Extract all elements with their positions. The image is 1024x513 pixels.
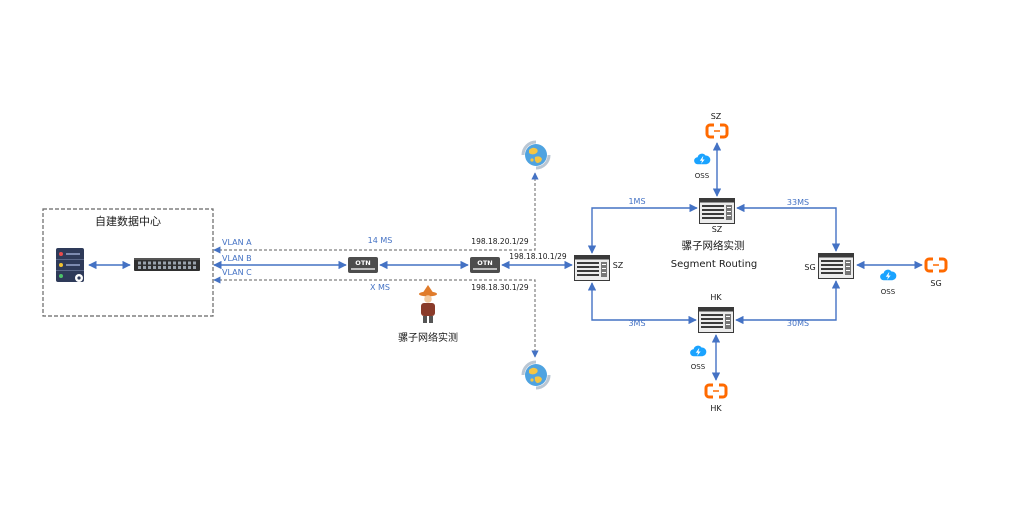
oss-storage-icon <box>880 269 897 281</box>
vlan-b-label: VLAN B <box>222 254 252 263</box>
cloud-label-south: HK <box>710 404 722 413</box>
cloud-label-north: SZ <box>711 112 722 121</box>
oss-storage-icon <box>690 345 707 357</box>
cloud-label-east: SG <box>930 279 941 288</box>
datacenter-title: 自建数据中心 <box>95 214 161 228</box>
oss-label-east: OSS <box>881 288 896 296</box>
internet-globe-icon <box>521 140 551 170</box>
link-label-north-east: 33MS <box>787 198 809 207</box>
router-icon-west <box>574 255 610 281</box>
oss-storage-icon <box>694 153 711 165</box>
internet-globe-icon <box>521 360 551 390</box>
otn-label: OTN <box>355 259 370 267</box>
vlan-c-label: VLAN C <box>222 268 252 277</box>
link-label-south-east: 30MS <box>787 319 809 328</box>
mule-caption: 骡子网络实测 <box>398 331 458 344</box>
otn-label: OTN <box>477 259 492 267</box>
server-icon <box>56 248 84 282</box>
node-label-south: HK <box>710 293 722 302</box>
vlan-a-latency: 14 MS <box>368 236 393 245</box>
vlan-c-link <box>213 276 539 358</box>
vlan-a-link <box>213 172 539 254</box>
oss-label-south: OSS <box>691 363 706 371</box>
otn-device-icon: OTN <box>470 257 500 273</box>
node-label-west: SZ <box>613 261 624 270</box>
aliyun-cloud-icon <box>924 257 948 273</box>
vlan-a-label: VLAN A <box>222 238 252 247</box>
sr-link-west-south <box>587 282 697 325</box>
aliyun-cloud-icon <box>704 383 728 399</box>
oss-label-north: OSS <box>695 172 710 180</box>
link-label-west-south: 3MS <box>628 319 645 328</box>
vlan-c-latency: X MS <box>370 283 390 292</box>
otn-device-icon: OTN <box>348 257 378 273</box>
ip-vlan-a: 198.18.20.1/29 <box>471 237 529 246</box>
node-label-north: SZ <box>712 225 723 234</box>
router-icon-south <box>698 307 734 333</box>
switch-icon <box>134 258 200 271</box>
sr-subtitle: Segment Routing <box>671 259 758 270</box>
router-icon-north <box>699 198 735 224</box>
ip-vlan-c: 198.18.30.1/29 <box>471 283 529 292</box>
datacenter-box <box>42 208 214 317</box>
sr-title: 骡子网络实测 <box>682 239 745 252</box>
ip-vlan-b: 198.18.10.1/29 <box>509 252 567 261</box>
mule-person-icon <box>419 285 437 323</box>
sr-link-north-east <box>736 203 841 252</box>
link-label-west-north: 1MS <box>628 197 645 206</box>
router-icon-east <box>818 253 854 279</box>
aliyun-cloud-icon <box>705 123 729 139</box>
sr-link-south-east <box>735 280 841 325</box>
node-label-east: SG <box>804 263 815 272</box>
sr-link-west-north <box>587 203 698 254</box>
